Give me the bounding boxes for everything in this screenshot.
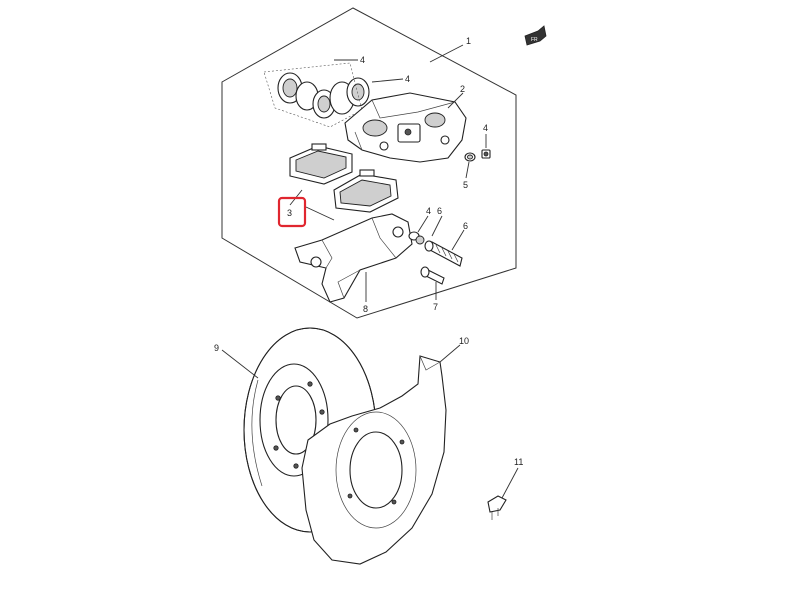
bleeder-screw <box>481 149 491 159</box>
callout-6-upper: 6 <box>437 206 442 216</box>
front-direction-arrow-icon: FR <box>524 25 547 46</box>
callout-4-piston: 4 <box>405 74 410 84</box>
callout-6-pin: 6 <box>463 221 468 231</box>
leader-lines <box>221 44 519 499</box>
callout-4-seal: 4 <box>360 55 365 65</box>
callout-4-bleeder: 4 <box>483 123 488 133</box>
callout-2: 2 <box>460 84 465 94</box>
caliper-carrier <box>294 213 413 303</box>
brake-hose-clip <box>487 495 507 520</box>
bleeder-cap <box>464 152 476 162</box>
front-direction-text: FR <box>531 37 538 43</box>
callout-4-boot: 4 <box>426 206 431 216</box>
assembly-frame <box>221 7 517 319</box>
guide-bolt-lower <box>420 266 445 285</box>
callout-1: 1 <box>466 36 471 46</box>
guide-pin-boot <box>408 231 425 245</box>
callout-9: 9 <box>214 343 219 353</box>
brake-pad-outer <box>333 169 399 213</box>
callout-8: 8 <box>363 304 368 314</box>
brake-pad-inner <box>289 143 353 185</box>
piston-seal-set <box>263 62 370 128</box>
caliper-body <box>344 92 467 163</box>
guide-pin-upper <box>424 240 463 267</box>
highlight-box-part-3 <box>277 196 307 228</box>
callout-10: 10 <box>459 336 469 346</box>
callout-3: 3 <box>287 208 292 218</box>
dust-shield <box>301 355 447 565</box>
callout-5: 5 <box>463 180 468 190</box>
callout-7: 7 <box>433 302 438 312</box>
callout-11: 11 <box>514 457 523 467</box>
